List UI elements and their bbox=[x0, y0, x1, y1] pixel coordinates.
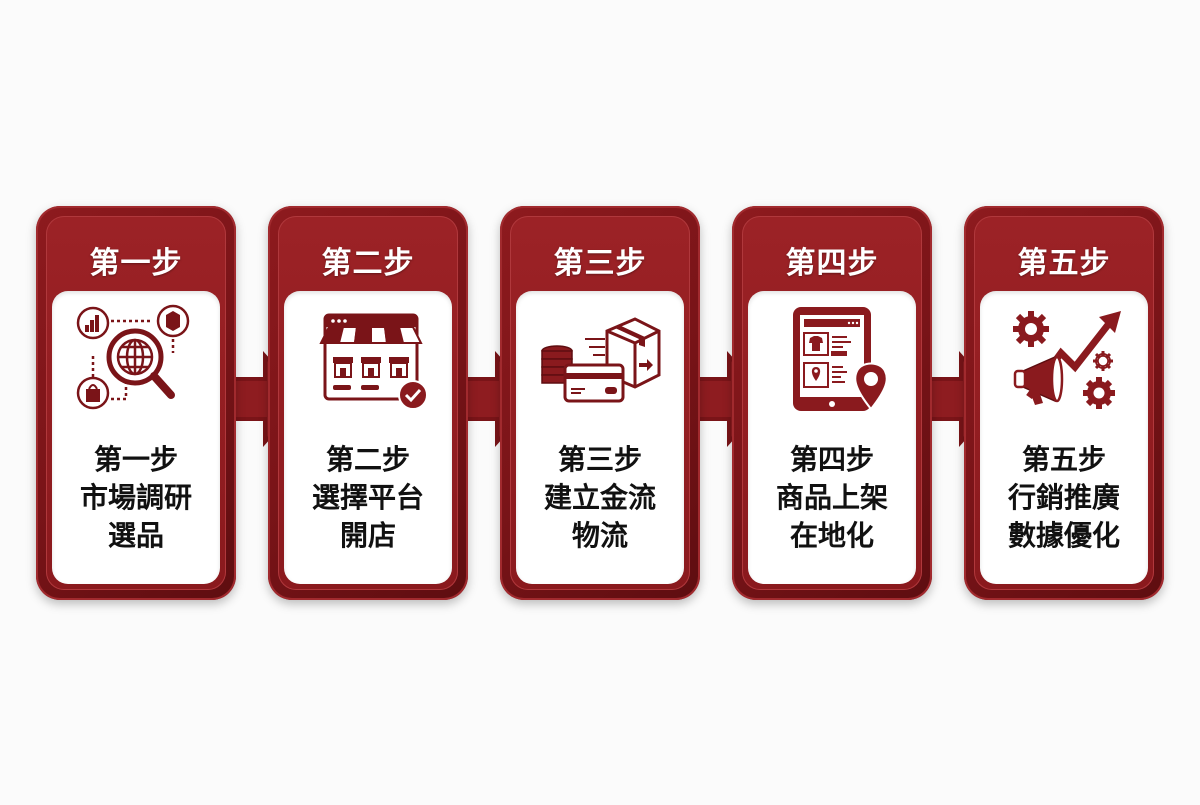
coins-card-box-payment-logistics-icon bbox=[541, 317, 661, 403]
step-card-frame: 第四步 bbox=[742, 216, 922, 590]
step-line: 選擇平台 bbox=[311, 481, 424, 514]
step-panel: 第二步 選擇平台 開店 bbox=[284, 291, 452, 584]
gear-icon bbox=[1083, 377, 1115, 409]
storefront-check-icon bbox=[319, 313, 428, 410]
tablet-product-location-icon bbox=[793, 307, 888, 411]
step-description: 第三步 建立金流 物流 bbox=[516, 441, 684, 555]
step-title: 第三步 bbox=[557, 443, 642, 476]
megaphone-growth-gears-icon bbox=[1013, 311, 1121, 409]
step-description: 第一步 市場調研 選品 bbox=[52, 441, 220, 555]
step-title: 第四步 bbox=[789, 443, 874, 476]
gear-icon bbox=[1093, 351, 1113, 371]
step-card-frame: 第五步 bbox=[974, 216, 1154, 590]
step-line: 選品 bbox=[107, 519, 164, 552]
step-card-frame: 第一步 bbox=[46, 216, 226, 590]
step-line: 建立金流 bbox=[543, 481, 656, 514]
step-header: 第一步 bbox=[89, 246, 183, 281]
step-description: 第二步 選擇平台 開店 bbox=[284, 441, 452, 555]
step-line: 開店 bbox=[339, 519, 396, 552]
step-line: 數據優化 bbox=[1007, 519, 1120, 552]
step-description: 第四步 商品上架 在地化 bbox=[748, 441, 916, 555]
gear-icon bbox=[1013, 311, 1049, 347]
step-header: 第三步 bbox=[553, 246, 647, 281]
step-card-1: 第一步 bbox=[36, 206, 236, 600]
step-card-5: 第五步 bbox=[964, 206, 1164, 600]
step-header: 第二步 bbox=[321, 246, 415, 281]
step-panel: 第四步 商品上架 在地化 bbox=[748, 291, 916, 584]
step-card-4: 第四步 bbox=[732, 206, 932, 600]
step-panel: 第一步 市場調研 選品 bbox=[52, 291, 220, 584]
step-description: 第五步 行銷推廣 數據優化 bbox=[980, 441, 1148, 555]
step-title: 第一步 bbox=[93, 443, 178, 476]
step-line: 物流 bbox=[571, 519, 628, 552]
step-card-frame: 第二步 bbox=[278, 216, 458, 590]
step-card-frame: 第三步 第三步 bbox=[510, 216, 690, 590]
step-line: 商品上架 bbox=[775, 481, 888, 514]
step-header: 第四步 bbox=[785, 246, 879, 281]
step-title: 第五步 bbox=[1021, 443, 1106, 476]
step-card-2: 第二步 bbox=[268, 206, 468, 600]
step-line: 行銷推廣 bbox=[1007, 481, 1120, 514]
step-card-3: 第三步 第三步 bbox=[500, 206, 700, 600]
step-panel: 第三步 建立金流 物流 bbox=[516, 291, 684, 584]
step-line: 市場調研 bbox=[79, 481, 192, 514]
step-panel: 第五步 行銷推廣 數據優化 bbox=[980, 291, 1148, 584]
globe-magnifier-market-research-icon bbox=[76, 304, 190, 410]
step-line: 在地化 bbox=[789, 519, 874, 552]
step-title: 第二步 bbox=[325, 443, 410, 476]
step-header: 第五步 bbox=[1017, 246, 1111, 281]
